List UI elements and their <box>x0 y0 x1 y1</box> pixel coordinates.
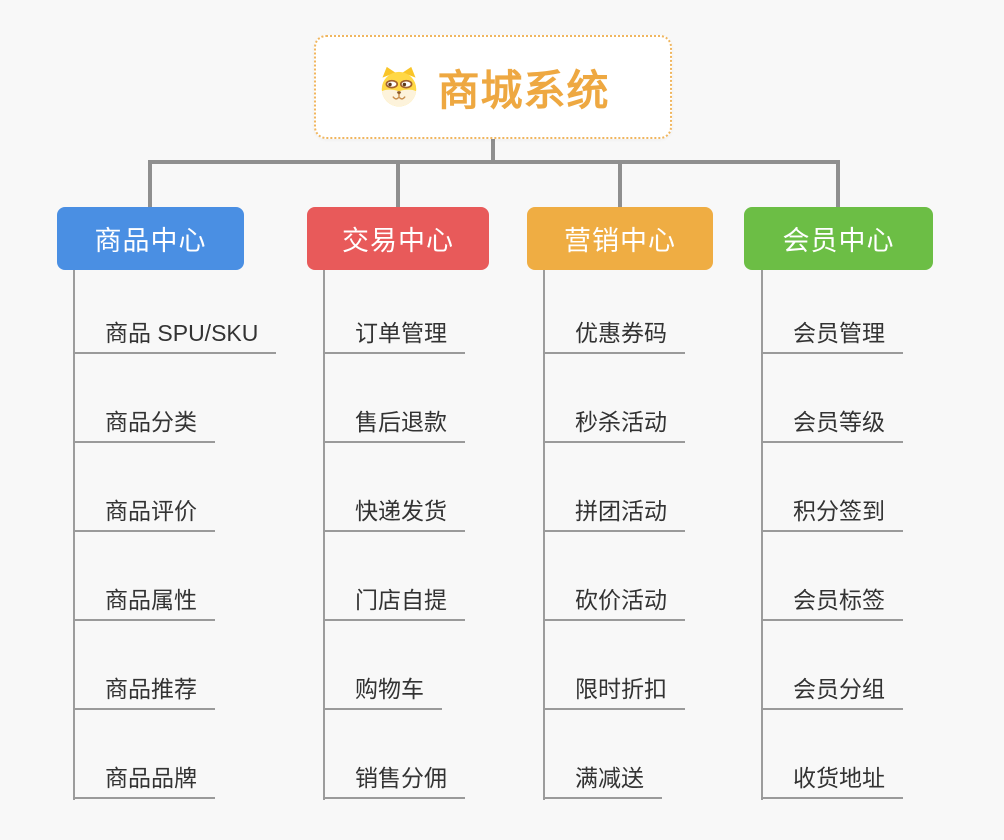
leaf-node[interactable]: 商品品牌 <box>73 759 215 799</box>
leaf-label: 会员分组 <box>793 676 885 702</box>
branch-children-product-center: 商品 SPU/SKU 商品分类 商品评价 商品属性 商品推荐 商品品牌 <box>73 270 323 801</box>
branch-node-member-center[interactable]: 会员中心 <box>744 207 933 270</box>
leaf-label: 商品属性 <box>105 587 197 613</box>
leaf-node[interactable]: 满减送 <box>543 759 662 799</box>
leaf-label: 满减送 <box>575 765 644 791</box>
leaf-label: 砍价活动 <box>575 587 667 613</box>
leaf-node[interactable]: 商品 SPU/SKU <box>73 314 277 354</box>
leaf-node[interactable]: 商品属性 <box>73 581 215 621</box>
branch-label: 会员中心 <box>782 226 895 256</box>
root-title: 商城系统 <box>437 66 610 114</box>
leaf-node[interactable]: 拼团活动 <box>543 492 685 532</box>
branch-children-trade-center: 订单管理 售后退款 快递发货 门店自提 购物车 销售分佣 <box>323 270 573 801</box>
leaf-label: 会员等级 <box>793 409 885 435</box>
leaf-label: 销售分佣 <box>355 765 447 791</box>
leaf-label: 会员管理 <box>793 320 885 346</box>
leaf-label: 拼团活动 <box>575 498 667 524</box>
leaf-label: 商品分类 <box>105 409 197 435</box>
leaf-node[interactable]: 订单管理 <box>323 314 465 354</box>
leaf-label: 快递发货 <box>355 498 447 524</box>
leaf-label: 商品推荐 <box>105 676 197 702</box>
branch-node-product-center[interactable]: 商品中心 <box>57 207 244 270</box>
branch-connector-drop <box>836 164 840 209</box>
leaf-node[interactable]: 商品评价 <box>73 492 215 532</box>
leaf-node[interactable]: 门店自提 <box>323 581 465 621</box>
leaf-node[interactable]: 商品推荐 <box>73 670 215 710</box>
leaf-node[interactable]: 砍价活动 <box>543 581 685 621</box>
branch-connector-drop <box>618 164 622 209</box>
root-connector-stem <box>491 139 495 162</box>
leaf-label: 购物车 <box>355 676 424 702</box>
branch-connector-drop <box>396 164 400 209</box>
branch-label: 交易中心 <box>342 226 454 256</box>
leaf-node[interactable]: 秒杀活动 <box>543 403 685 443</box>
dog-face-icon <box>376 65 422 109</box>
leaf-node[interactable]: 商品分类 <box>73 403 215 443</box>
branch-connector-rail <box>148 160 840 164</box>
leaf-label: 限时折扣 <box>575 676 667 702</box>
leaf-label: 门店自提 <box>355 587 447 613</box>
leaf-node[interactable]: 购物车 <box>323 670 442 710</box>
branch-connector-drop <box>148 164 152 209</box>
leaf-node[interactable]: 积分签到 <box>761 492 903 532</box>
leaf-node[interactable]: 限时折扣 <box>543 670 685 710</box>
leaf-label: 商品 SPU/SKU <box>105 320 259 346</box>
leaf-label: 订单管理 <box>355 320 447 346</box>
leaf-node[interactable]: 会员等级 <box>761 403 903 443</box>
leaf-label: 会员标签 <box>793 587 885 613</box>
branch-children-member-center: 会员管理 会员等级 积分签到 会员标签 会员分组 收货地址 <box>761 270 1004 801</box>
branch-label: 营销中心 <box>564 226 676 256</box>
leaf-node[interactable]: 销售分佣 <box>323 759 465 799</box>
leaf-node[interactable]: 收货地址 <box>761 759 903 799</box>
leaf-label: 优惠券码 <box>575 320 667 346</box>
leaf-label: 收货地址 <box>793 765 885 791</box>
leaf-node[interactable]: 会员管理 <box>761 314 903 354</box>
leaf-label: 积分签到 <box>793 498 885 524</box>
leaf-node[interactable]: 会员标签 <box>761 581 903 621</box>
leaf-node[interactable]: 快递发货 <box>323 492 465 532</box>
leaf-node[interactable]: 优惠券码 <box>543 314 685 354</box>
leaf-label: 售后退款 <box>355 409 447 435</box>
leaf-label: 秒杀活动 <box>575 409 667 435</box>
branch-label: 商品中心 <box>94 226 207 256</box>
branch-node-trade-center[interactable]: 交易中心 <box>307 207 489 270</box>
leaf-node[interactable]: 会员分组 <box>761 670 903 710</box>
leaf-label: 商品品牌 <box>105 765 197 791</box>
root-node[interactable]: 商城系统 <box>314 35 672 139</box>
leaf-node[interactable]: 售后退款 <box>323 403 465 443</box>
branch-node-marketing-center[interactable]: 营销中心 <box>527 207 713 270</box>
leaf-label: 商品评价 <box>105 498 197 524</box>
branch-children-marketing-center: 优惠券码 秒杀活动 拼团活动 砍价活动 限时折扣 满减送 <box>543 270 793 801</box>
